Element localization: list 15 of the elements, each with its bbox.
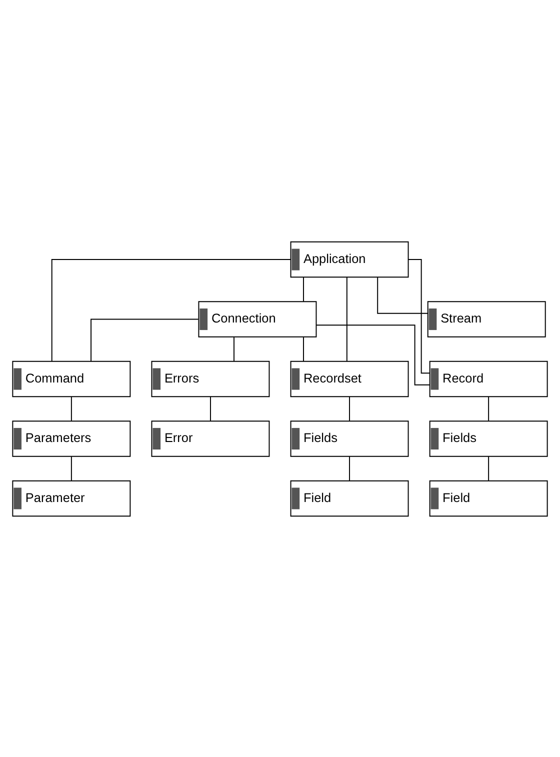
connector (51, 258, 292, 362)
connector (210, 396, 211, 421)
connector (349, 396, 350, 421)
connector (303, 336, 304, 362)
connector (377, 276, 428, 314)
connector (233, 336, 234, 362)
connector (70, 396, 72, 421)
connector (90, 318, 199, 362)
connector (70, 456, 72, 481)
connector (349, 456, 350, 481)
connector (488, 396, 490, 421)
connector (346, 276, 348, 362)
connector (488, 456, 490, 481)
connector (316, 324, 430, 385)
connector (303, 276, 304, 302)
